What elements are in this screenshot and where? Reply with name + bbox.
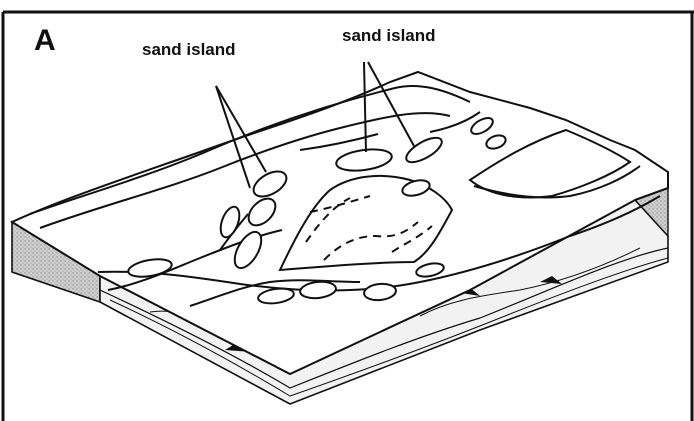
block-top-surface xyxy=(12,72,668,374)
sand-island-label-left: sand island xyxy=(142,41,236,58)
panel-letter: A xyxy=(34,26,56,56)
sand-island-label-right: sand island xyxy=(342,27,436,44)
